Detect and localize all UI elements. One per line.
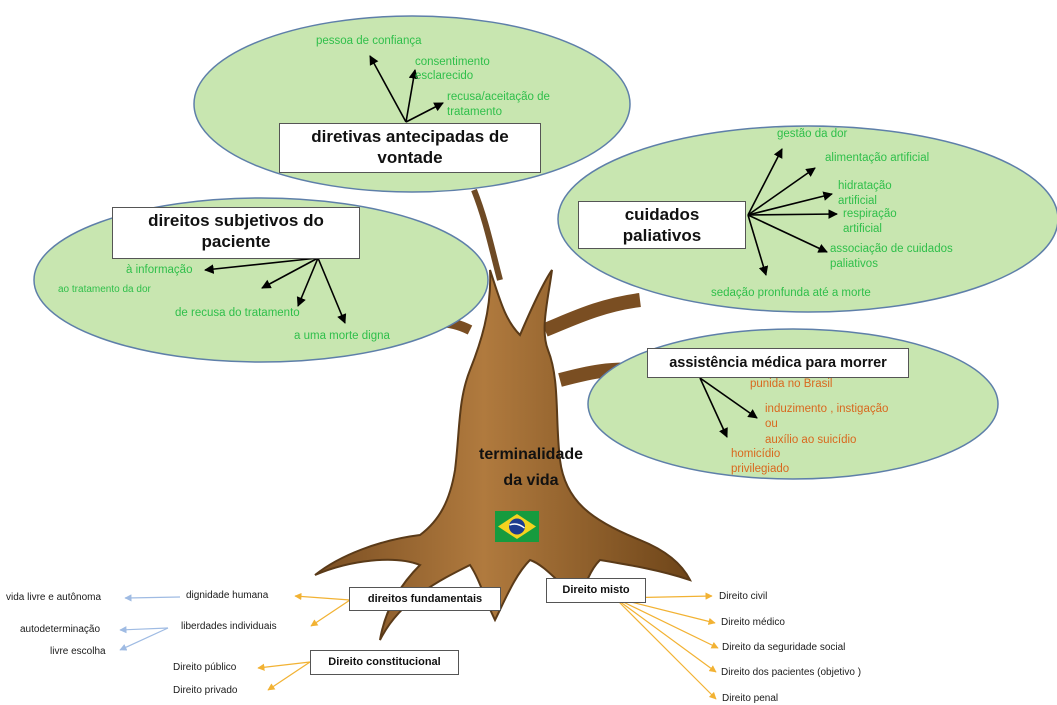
diretivas-item-3: recusa/aceitação de <box>447 91 550 103</box>
subjetivos-item-2: de recusa do tratamento <box>175 307 300 319</box>
tree <box>314 188 692 641</box>
assistencia-item-2: ou <box>765 418 778 430</box>
cuidados-ellipse <box>557 125 1057 313</box>
cuidados-item-8: sedação pronfunda até a morte <box>711 287 871 299</box>
assistencia-item-5: privilegiado <box>731 463 790 475</box>
subjetivos-item-1: ao tratamento da dor <box>58 284 151 295</box>
cuidados-item-7: paliativos <box>830 258 878 270</box>
assistencia-item-1: induzimento , instigação <box>765 403 889 415</box>
cuidados-item-6: associação de cuidados <box>830 243 953 255</box>
root-arrows <box>257 592 719 700</box>
diretivas-title-line1: diretivas antecipadas de <box>311 127 509 146</box>
center-title: terminalidade da vida <box>453 442 609 493</box>
diretivas-title-line2: vontade <box>377 148 443 168</box>
assistencia-item-4: homicídio <box>731 448 781 460</box>
far-left-item-0: vida livre e autônoma <box>6 592 102 603</box>
direito-misto-label: Direito misto <box>562 584 630 596</box>
subjetivos-item-0: à informação <box>126 264 193 276</box>
diretivas-item-0: pessoa de confiança <box>316 35 422 47</box>
assistencia-title: assistência médica para morrer <box>669 355 887 371</box>
subjetivos-title-box: direitos subjetivos do paciente <box>112 207 360 259</box>
branch-upper <box>471 188 503 281</box>
assistencia-title-box: assistência médica para morrer <box>647 348 909 378</box>
far-left-item-1: autodeterminação <box>20 624 101 635</box>
diretivas-item-4: tratamento <box>447 106 502 118</box>
fundamentais-item-0: dignidade humana <box>186 590 269 601</box>
branch-right <box>542 293 641 337</box>
direitos-fundamentais-label: direitos fundamentais <box>367 593 483 605</box>
misto-item-0: Direito civil <box>719 591 768 602</box>
cuidados-item-5: artificial <box>843 223 882 235</box>
diretivas-arrows <box>369 55 444 123</box>
misto-item-3: Direito dos pacientes (objetivo ) <box>721 667 862 678</box>
assistencia-item-0: punida no Brasil <box>750 378 833 390</box>
far-left-item-2: livre escolha <box>50 646 106 657</box>
center-title-line1: terminalidade <box>478 446 584 463</box>
brazil-flag <box>495 511 539 542</box>
misto-item-2: Direito da seguridade social <box>722 642 846 653</box>
cuidados-title-box: cuidados paliativos <box>578 201 746 249</box>
assistencia-arrows <box>699 377 758 438</box>
cuidados-item-2: hidratação <box>838 180 892 192</box>
direitos-fundamentais-box: direitos fundamentais <box>349 587 501 611</box>
constitucional-item-0: Direito público <box>173 662 237 673</box>
diretivas-item-1: consentimento <box>415 56 490 68</box>
constitucional-item-1: Direito privado <box>173 685 238 696</box>
subjetivos-item-3: a uma morte digna <box>294 330 390 342</box>
subjetivos-title-line2: paciente <box>201 232 271 252</box>
trunk <box>314 269 692 641</box>
misto-item-4: Direito penal <box>722 693 779 704</box>
subjetivos-arrows <box>204 257 347 324</box>
cuidados-title-line2: paliativos <box>622 226 702 246</box>
cuidados-item-0: gestão da dor <box>777 128 848 140</box>
misto-item-1: Direito médico <box>721 617 785 628</box>
cuidados-arrows <box>747 148 838 276</box>
cuidados-item-4: respiração <box>843 208 897 220</box>
direito-constitucional-label: Direito constitucional <box>328 656 441 668</box>
cuidados-item-3: artificial <box>838 195 877 207</box>
diretivas-item-2: esclarecido <box>415 70 474 82</box>
cuidados-item-1: alimentação artificial <box>825 152 930 164</box>
diretivas-title-box: diretivas antecipadas de vontade <box>279 123 541 173</box>
direito-constitucional-box: Direito constitucional <box>310 650 459 675</box>
direito-misto-box: Direito misto <box>546 578 646 603</box>
subjetivos-title-line1: direitos subjetivos do <box>148 211 324 230</box>
center-title-line2: da vida <box>503 471 559 489</box>
fundamentais-item-1: liberdades individuais <box>181 621 277 632</box>
cuidados-title-line1: cuidados <box>624 205 700 224</box>
assistencia-item-3: auxílio ao suicídio <box>765 434 857 446</box>
blue-arrows <box>119 594 181 651</box>
